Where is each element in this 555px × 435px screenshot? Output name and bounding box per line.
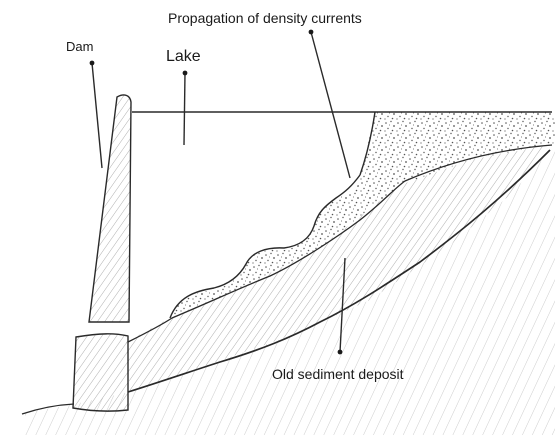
label-density-currents: Propagation of density currents [168,11,362,25]
dam-pointer-dot [90,61,95,66]
density-pointer-line [311,32,350,178]
label-old-sediment: Old sediment deposit [272,367,404,381]
dam-pointer-line [92,63,102,168]
lake-pointer-line [184,73,185,145]
dam-foundation [73,334,128,411]
label-lake: Lake [166,49,201,65]
density-pointer-dot [309,30,314,35]
old-sediment-pointer-dot [338,350,343,355]
label-dam: Dam [66,40,93,53]
lake-pointer-dot [183,71,188,76]
dam-body [89,95,131,322]
